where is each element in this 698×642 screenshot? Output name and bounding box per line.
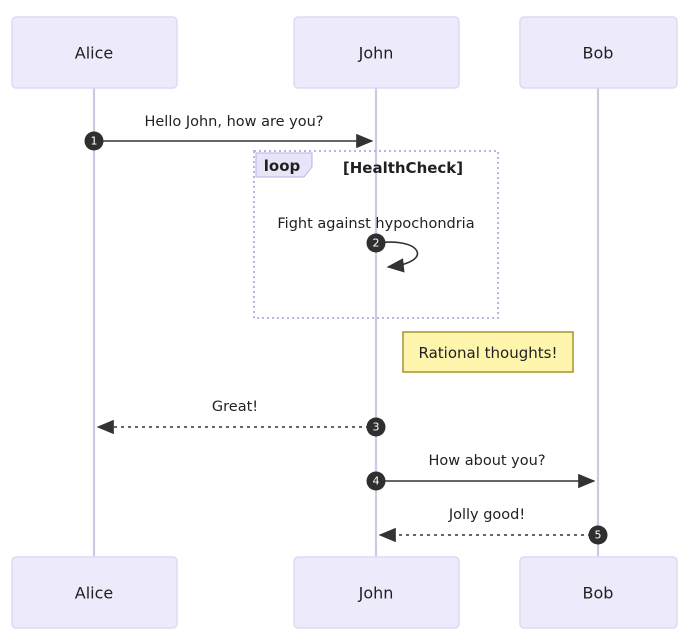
actor-alice-bottom[interactable]: Alice xyxy=(11,556,178,629)
message-4-seq-badge xyxy=(366,471,386,491)
message-4[interactable]: How about you? 4 xyxy=(366,453,596,491)
note-rational-thoughts: Rational thoughts! xyxy=(402,331,574,373)
actor-john-bottom-box xyxy=(293,556,460,629)
message-2[interactable]: Fight against hypochondria 2 xyxy=(277,216,475,273)
message-5[interactable]: Jolly good! 5 xyxy=(378,507,608,545)
message-5-seq-badge xyxy=(588,525,608,545)
message-2-seq-badge xyxy=(366,233,386,253)
message-3[interactable]: Great! 3 xyxy=(96,399,386,437)
message-5-seq-number: 5 xyxy=(595,529,602,542)
actor-boxes-top: Alice John Bob xyxy=(11,16,678,89)
loop-fragment-border xyxy=(253,150,499,319)
actor-alice-bottom-box xyxy=(11,556,178,629)
message-2-self-arrow xyxy=(377,241,419,273)
actor-alice-top-label: Alice xyxy=(75,44,113,63)
actor-john-top-label: John xyxy=(358,44,394,63)
actor-bob-bottom-box xyxy=(519,556,678,629)
actor-bob-top-label: Bob xyxy=(583,44,614,63)
actor-bob-top-box xyxy=(519,16,678,89)
loop-fragment: loop [HealthCheck] xyxy=(253,150,499,319)
loop-fragment-title: [HealthCheck] xyxy=(343,159,463,177)
message-1-seq-badge xyxy=(84,131,104,151)
message-2-label: Fight against hypochondria xyxy=(277,216,474,232)
actor-alice-top-box xyxy=(11,16,178,89)
actor-john-bottom[interactable]: John xyxy=(293,556,460,629)
actor-bob-bottom-label: Bob xyxy=(583,584,614,603)
message-4-seq-number: 4 xyxy=(373,475,380,488)
message-4-label: How about you? xyxy=(428,453,545,469)
actor-john-bottom-label: John xyxy=(358,584,394,603)
note-label: Rational thoughts! xyxy=(419,344,558,362)
actor-john-top[interactable]: John xyxy=(293,16,460,89)
loop-fragment-tag-shape xyxy=(255,152,313,178)
note-box xyxy=(402,331,574,373)
actor-alice-top[interactable]: Alice xyxy=(11,16,178,89)
message-1-seq-number: 1 xyxy=(91,135,98,148)
actor-bob-top[interactable]: Bob xyxy=(519,16,678,89)
actor-bob-bottom[interactable]: Bob xyxy=(519,556,678,629)
actor-john-top-box xyxy=(293,16,460,89)
message-3-seq-badge xyxy=(366,417,386,437)
message-2-seq-number: 2 xyxy=(373,237,380,250)
message-5-label: Jolly good! xyxy=(448,507,525,523)
actor-boxes-bottom: Alice John Bob xyxy=(11,556,678,629)
loop-fragment-tag-label: loop xyxy=(264,157,301,175)
message-1[interactable]: Hello John, how are you? 1 xyxy=(84,114,374,151)
actor-alice-bottom-label: Alice xyxy=(75,584,113,603)
message-3-label: Great! xyxy=(212,399,258,415)
message-1-label: Hello John, how are you? xyxy=(144,114,323,130)
message-3-seq-number: 3 xyxy=(373,421,380,434)
